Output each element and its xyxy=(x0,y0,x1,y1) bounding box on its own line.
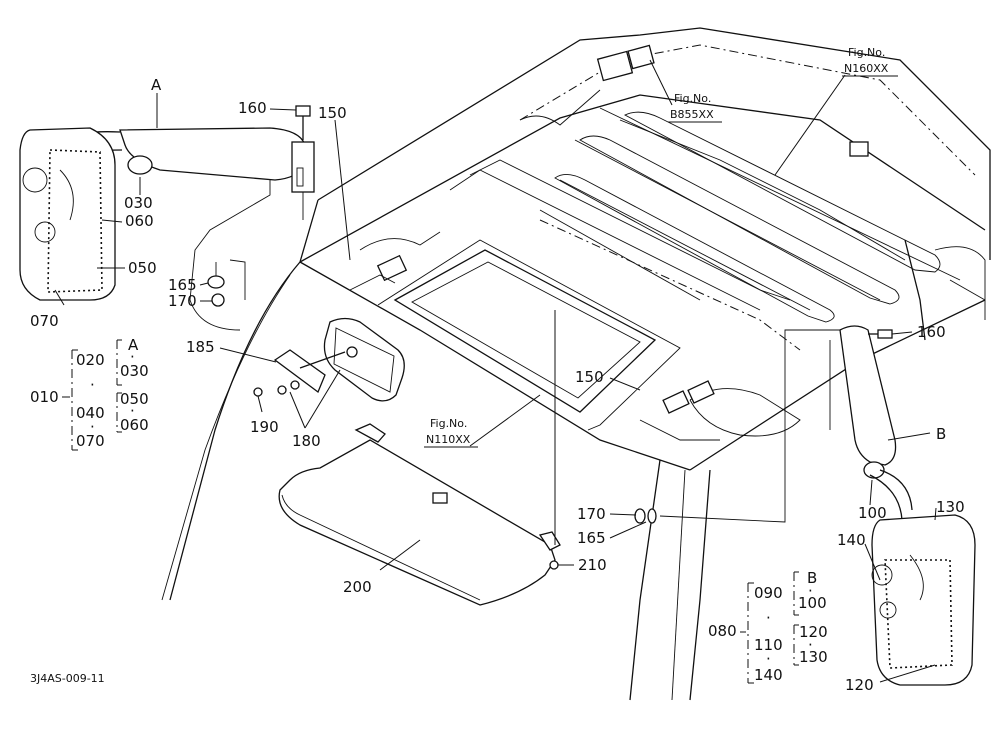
label-B-side: B xyxy=(936,425,946,443)
group-right-letter: B xyxy=(807,569,817,587)
label-050: 050 xyxy=(128,259,157,277)
group-left-060: 060 xyxy=(120,416,149,434)
group-right-100: 100 xyxy=(798,594,827,612)
group-left-030: 030 xyxy=(120,362,149,380)
label-210: 210 xyxy=(578,556,607,574)
parts-group-left: 010 020 · 040 070 · A · 030 050 · 060 xyxy=(30,336,149,451)
label-170-left: 170 xyxy=(168,292,197,310)
group-right-140: 140 xyxy=(754,666,783,684)
label-165-right: 165 xyxy=(577,529,606,547)
right-mirror-assembly xyxy=(634,325,976,686)
group-right-120: 120 xyxy=(799,623,828,641)
label-160-left: 160 xyxy=(238,99,267,117)
label-170-right: 170 xyxy=(577,505,606,523)
group-right-root: 080 xyxy=(708,622,737,640)
group-left-070: 070 xyxy=(76,432,105,450)
group-left-dot-3: · xyxy=(130,348,135,366)
label-180: 180 xyxy=(292,432,321,450)
label-190: 190 xyxy=(250,418,279,436)
inner-mirror-assembly xyxy=(253,317,405,402)
group-right-dot-1: · xyxy=(766,609,771,627)
label-160-right: 160 xyxy=(917,323,946,341)
parts-group-right: 080 090 · 110 · 140 B · 100 120 · 130 xyxy=(708,569,828,684)
group-left-020: 020 xyxy=(76,351,105,369)
fig-ref-n160-line2: N160XX xyxy=(844,62,889,75)
group-right-dot-3: · xyxy=(808,582,813,600)
group-left-050: 050 xyxy=(120,390,149,408)
drawing-id: 3J4AS-009-11 xyxy=(30,672,105,685)
label-150-right: 150 xyxy=(575,368,604,386)
label-100: 100 xyxy=(858,504,887,522)
left-mirror-assembly xyxy=(19,105,315,331)
label-120: 120 xyxy=(845,676,874,694)
group-left-root: 010 xyxy=(30,388,59,406)
label-130: 130 xyxy=(936,498,965,516)
leader-lines xyxy=(54,59,937,683)
group-left-040: 040 xyxy=(76,404,105,422)
label-A-top: A xyxy=(151,76,162,94)
label-185: 185 xyxy=(186,338,215,356)
sun-visor xyxy=(278,423,561,606)
fig-ref-b855-line2: B855XX xyxy=(670,108,714,121)
fig-ref-n110-line2: N110XX xyxy=(426,433,471,446)
label-200: 200 xyxy=(343,578,372,596)
cab-roof xyxy=(299,27,991,471)
figure-references: Fig.No. N160XX Fig.No. B855XX Fig.No. N1… xyxy=(424,46,898,448)
group-left-letter: A xyxy=(128,336,139,354)
group-left-dot-1: · xyxy=(90,376,95,394)
label-070: 070 xyxy=(30,312,59,330)
cab-pillars xyxy=(161,199,926,701)
fig-ref-n110-line1: Fig.No. xyxy=(430,417,467,430)
group-right-090: 090 xyxy=(754,584,783,602)
group-left-dot-4: · xyxy=(130,402,135,420)
fig-ref-b855-line1: Fig.No. xyxy=(674,92,711,105)
label-060: 060 xyxy=(125,212,154,230)
group-right-dot-2: · xyxy=(766,650,771,668)
label-165-left: 165 xyxy=(168,276,197,294)
label-150-left: 150 xyxy=(318,104,347,122)
label-030: 030 xyxy=(124,194,153,212)
fig-ref-n160-line1: Fig.No. xyxy=(848,46,885,59)
group-right-dot-4: · xyxy=(808,636,813,654)
part-labels: A 160 150 030 060 050 165 170 070 185 19… xyxy=(30,76,965,694)
label-140: 140 xyxy=(837,531,866,549)
group-left-dot-2: · xyxy=(90,418,95,436)
group-right-130: 130 xyxy=(799,648,828,666)
group-right-110: 110 xyxy=(754,636,783,654)
